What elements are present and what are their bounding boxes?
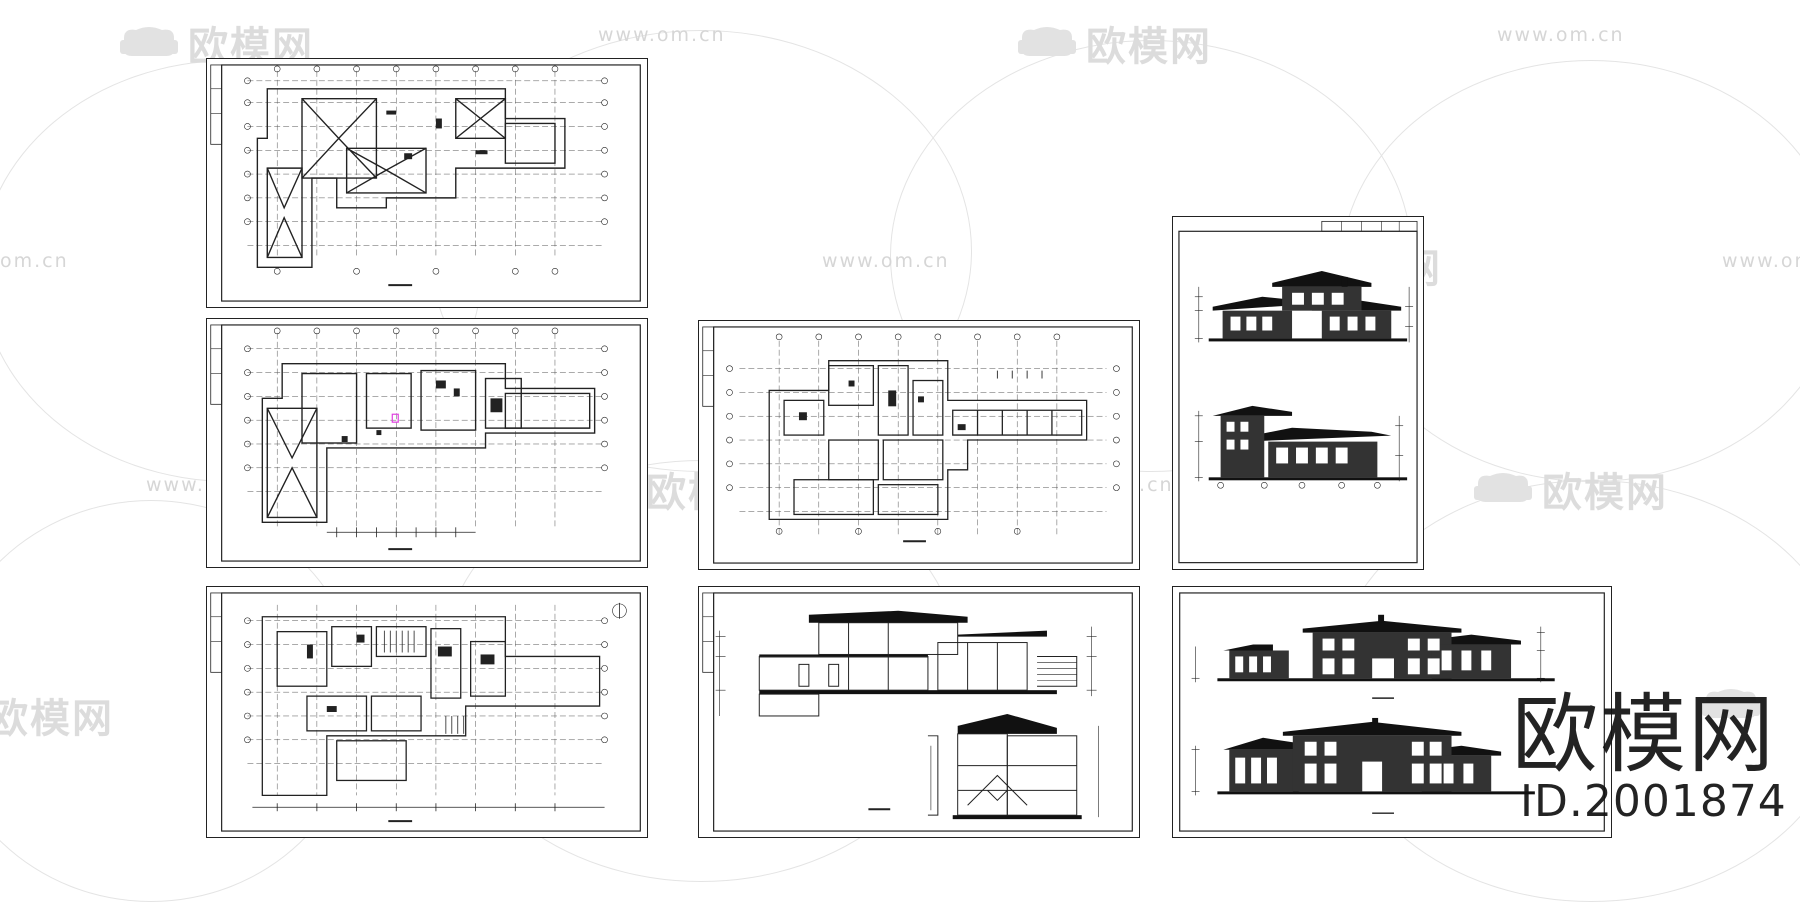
drawing-sheet-first-floor-plan[interactable]: [206, 586, 648, 838]
brand-id-text: ID.2001874: [1520, 776, 1787, 827]
watermark-logo-text: 欧模网: [0, 696, 114, 742]
elevation-drawing: [1179, 592, 1605, 832]
drawing-sheet-second-floor-plan[interactable]: [206, 318, 648, 568]
watermark-logo: 欧模网: [1016, 14, 1212, 72]
drawing-sheet-section[interactable]: [698, 586, 1140, 838]
watermark-url: www.om.cn: [1497, 24, 1625, 46]
watermark-logo: 欧模网: [0, 686, 114, 744]
floor-plan-drawing: [210, 592, 641, 832]
elevation-drawing: [1178, 220, 1418, 564]
watermark-url: www.om.cn: [598, 24, 726, 46]
section-drawing: [702, 592, 1133, 832]
sofa-icon: [120, 27, 178, 56]
watermark-logo-text: 欧模网: [1086, 24, 1212, 70]
drawing-sheet-elevations-portrait[interactable]: [1172, 216, 1424, 570]
brand-logo-text: 欧模网: [1512, 685, 1776, 785]
watermark-url: om.cn: [0, 250, 69, 272]
floor-plan-drawing: [210, 324, 641, 562]
floor-plan-drawing: [702, 326, 1133, 564]
watermark-url: www.om.cn: [1722, 250, 1800, 272]
watermark-url: www.om.cn: [822, 250, 950, 272]
sofa-icon: [1474, 473, 1532, 502]
floor-plan-drawing: [210, 64, 641, 302]
drawing-sheet-roof-plan[interactable]: [206, 58, 648, 308]
watermark-logo: 欧模网: [1472, 460, 1668, 518]
drawing-sheet-elevations-landscape[interactable]: [1172, 586, 1612, 838]
sofa-icon: [1018, 27, 1076, 56]
watermark-logo-text: 欧模网: [1542, 470, 1668, 516]
drawing-sheet-basement-plan[interactable]: [698, 320, 1140, 570]
